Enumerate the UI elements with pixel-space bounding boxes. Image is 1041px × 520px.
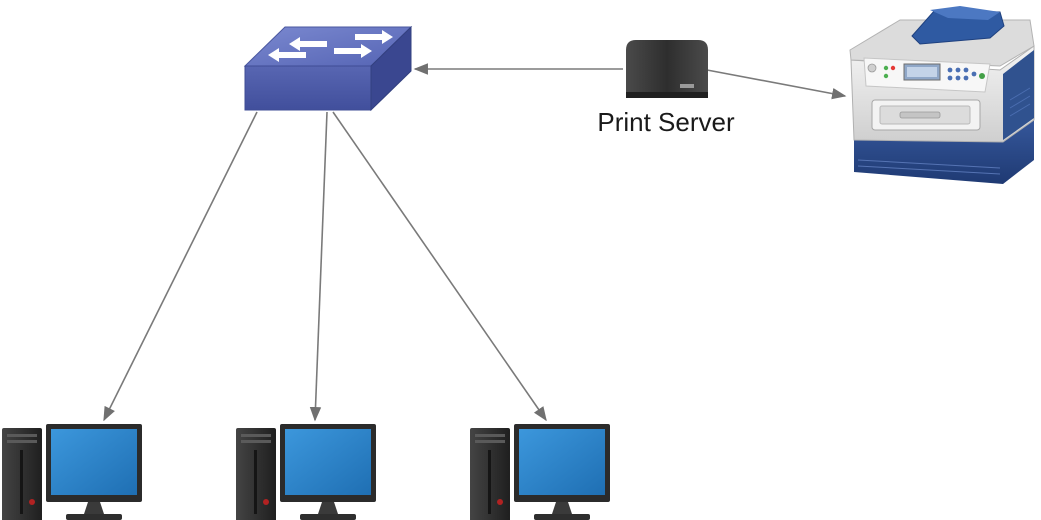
desktop-computer-icon[interactable] [1, 423, 159, 520]
desktop-computer-icon[interactable] [469, 423, 627, 520]
connection-print-server-to-printer [706, 69, 847, 100]
multifunction-printer-icon[interactable] [849, 6, 1035, 184]
network-switch-icon[interactable] [243, 25, 413, 112]
print-server-label: Print Server [597, 107, 735, 137]
server-tower-icon[interactable] [626, 40, 708, 98]
connection-switch-to-computer-3 [332, 111, 547, 422]
connection-switch-to-computer-1 [103, 111, 258, 422]
desktop-computer-icon[interactable] [235, 423, 393, 520]
connection-switch-to-computer-2 [309, 111, 328, 422]
connections [103, 63, 847, 422]
